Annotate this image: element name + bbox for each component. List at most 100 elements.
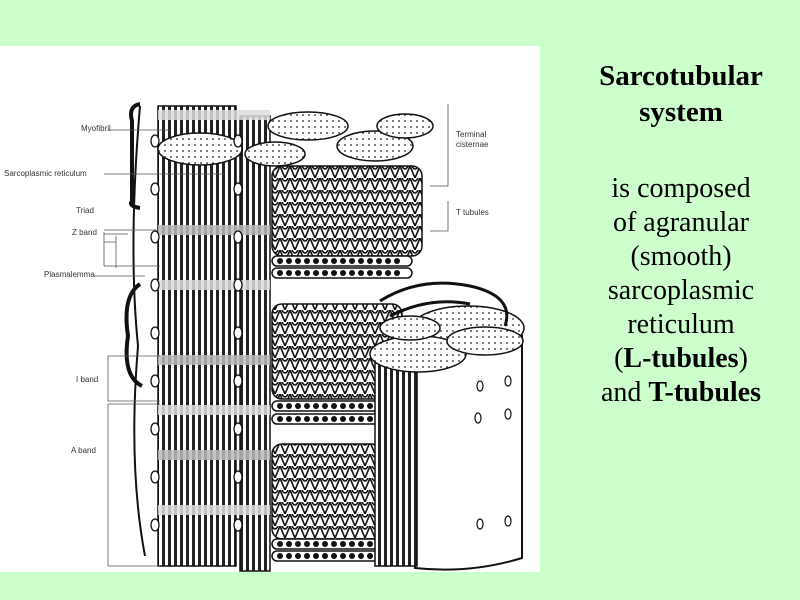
cisterna-granule xyxy=(358,403,364,409)
triad-vesicle xyxy=(150,182,160,196)
cisterna-granule xyxy=(277,553,283,559)
sr-mesh-lower xyxy=(271,443,383,540)
cisterna-granule xyxy=(394,258,400,264)
label-plasmalemma: Plasmalemma xyxy=(44,270,95,279)
i-band-stripe xyxy=(158,280,270,290)
cisterna-granule xyxy=(349,541,355,547)
cisterna-granule xyxy=(277,270,283,276)
triad-vesicle xyxy=(233,278,243,292)
t-tubule-loop xyxy=(379,281,509,327)
cisterna-granule xyxy=(349,403,355,409)
cisterna-granule xyxy=(295,403,301,409)
cisterna-granule xyxy=(286,403,292,409)
body-line-1: is composed xyxy=(611,173,751,204)
cisterna-granule xyxy=(358,541,364,547)
label-leaders xyxy=(94,104,449,567)
muscle-fiber-illustration xyxy=(94,102,525,572)
cisterna-granule xyxy=(340,553,346,559)
myofibril-section-top-4 xyxy=(244,141,306,167)
slide-body: is composed of agranular (smooth) sarcop… xyxy=(566,172,796,410)
cisterna-granule xyxy=(286,553,292,559)
cisterna-granule xyxy=(295,541,301,547)
triad-vesicle xyxy=(150,278,160,292)
cisterna-granule xyxy=(304,553,310,559)
cisterna-granule xyxy=(277,258,283,264)
t-tubule-section xyxy=(379,315,441,341)
cisterna-granule xyxy=(322,258,328,264)
triad-vesicle xyxy=(233,518,243,532)
cisterna-granule xyxy=(340,416,346,422)
cisterna-granule xyxy=(322,270,328,276)
triad-vesicle xyxy=(150,374,160,388)
cisterna-granule xyxy=(295,416,301,422)
cisterna-granule xyxy=(358,416,364,422)
cisterna-granule xyxy=(394,270,400,276)
label-a-band: A band xyxy=(71,446,96,455)
cisterna-granule xyxy=(304,416,310,422)
cisterna-granule xyxy=(367,270,373,276)
cisterna-granule xyxy=(286,541,292,547)
paren-close: ) xyxy=(738,343,748,374)
l-tubules-term: L-tubules xyxy=(623,343,739,374)
body-line-5: reticulum xyxy=(627,309,735,340)
title-line-1: Sarcotubular xyxy=(599,60,763,92)
cisterna-granule xyxy=(331,403,337,409)
myofibril-section-top-2 xyxy=(267,111,349,141)
slide-title: Sarcotubular system xyxy=(566,58,796,130)
cisterna-granule xyxy=(295,553,301,559)
label-i-band: I band xyxy=(76,375,99,384)
body-line-6: (L-tubules) xyxy=(566,342,796,376)
cisterna-granule xyxy=(385,258,391,264)
cisterna-granule xyxy=(277,416,283,422)
cisterna-granule xyxy=(331,553,337,559)
cisterna-granule xyxy=(286,258,292,264)
cisterna-granule xyxy=(313,416,319,422)
triad-vesicle xyxy=(233,230,243,244)
myofibril-column-1 xyxy=(157,105,237,567)
triad-vesicle xyxy=(150,134,160,148)
cisterna-granule xyxy=(304,403,310,409)
triad-vesicle xyxy=(233,326,243,340)
label-t-tubules: T tubules xyxy=(456,208,489,217)
triad-vesicle xyxy=(233,374,243,388)
plasmalemma-fold-upper xyxy=(129,102,141,210)
triad-vesicle xyxy=(233,134,243,148)
cisterna-granule xyxy=(358,553,364,559)
triad-vesicle xyxy=(150,470,160,484)
cisterna-granule xyxy=(286,416,292,422)
myofibril-section-top-3 xyxy=(336,130,414,162)
i-band-stripe xyxy=(158,355,270,365)
slide-text: Sarcotubular system is composed of agran… xyxy=(566,58,796,410)
triad-vesicle xyxy=(233,182,243,196)
cisterna-granule xyxy=(349,270,355,276)
front-myofibril xyxy=(374,350,418,567)
cisterna-granule xyxy=(340,403,346,409)
body-line-2: of agranular xyxy=(612,207,750,238)
cylinder-surface-marks xyxy=(474,375,512,530)
triad-vesicle xyxy=(150,230,160,244)
cisterna-granule xyxy=(304,541,310,547)
cisterna-granule xyxy=(331,258,337,264)
i-band-stripe xyxy=(158,110,270,120)
t-tubules-term: T-tubules xyxy=(648,377,761,408)
cisterna-granule xyxy=(367,403,373,409)
body-line-4: sarcoplasmic xyxy=(607,275,755,306)
plasmalemma-fold-lower xyxy=(124,282,144,388)
cisterna-granule xyxy=(331,416,337,422)
cisterna-granule xyxy=(340,258,346,264)
cisterna-granule xyxy=(295,258,301,264)
cisterna-granule xyxy=(322,403,328,409)
i-band-stripe xyxy=(158,225,270,235)
label-z-band: Z band xyxy=(72,228,97,237)
cisterna-granule xyxy=(322,553,328,559)
cisterna-granule xyxy=(340,541,346,547)
left-plasmalemma xyxy=(132,105,146,557)
i-band-stripe xyxy=(158,505,270,515)
body-line-7: and T-tubules xyxy=(566,376,796,410)
cisterna-granule xyxy=(358,258,364,264)
label-triad: Triad xyxy=(76,206,94,215)
label-sarcoplasmic-reticulum: Sarcoplasmic reticulum xyxy=(4,169,87,178)
cisterna-granule xyxy=(349,258,355,264)
sr-mesh-upper xyxy=(271,165,423,257)
cisterna-granule xyxy=(322,541,328,547)
